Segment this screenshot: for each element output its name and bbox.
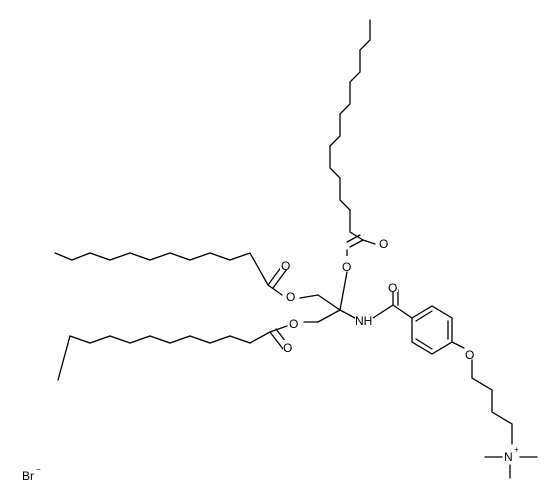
quaternary-nh (339, 309, 356, 319)
low-alkyl-chain (57, 331, 271, 381)
atom-labels: O O O O O O O NH O N + Br − (22, 237, 519, 483)
label-bromide-charge: − (36, 465, 41, 474)
nh-amide-carbon (372, 304, 394, 319)
top-carbonyl-single (362, 239, 376, 245)
butyl-linker (471, 359, 513, 445)
top-ch2-quaternary (339, 271, 348, 311)
left-carbonyl-single (267, 284, 283, 296)
low-carbonyl-double-a (269, 331, 284, 350)
left-carbonyl-double-a (267, 265, 283, 286)
ring-double-3 (415, 338, 433, 350)
left-o-ch2 (299, 294, 319, 299)
label-n-charge: + (514, 445, 519, 454)
top-carbonyl-double-b (346, 234, 361, 243)
ring-to-ether-o (451, 341, 465, 349)
left-carbonyl-double-b (272, 268, 288, 289)
top-carbonyl-double-a (349, 239, 364, 248)
amide-to-ring (392, 304, 413, 319)
left-alkyl-chain (54, 252, 269, 286)
label-o-left-link: O (286, 290, 295, 304)
label-o-low-carbonyl: O (283, 341, 292, 355)
left-ch2-quaternary (317, 294, 341, 311)
label-o-low-link: O (289, 317, 298, 331)
bond-lines (54, 19, 538, 479)
label-nh-amide: NH (355, 314, 372, 328)
label-o-top-link: O (342, 260, 351, 274)
label-bromide: Br (22, 469, 34, 483)
label-n-ammonium: N (504, 450, 513, 464)
label-o-ether: O (465, 348, 474, 362)
benzene-ring (411, 305, 453, 355)
ring-double-1 (415, 310, 433, 322)
label-o-top-carbonyl: O (379, 237, 388, 251)
top-alkyl-chain (329, 19, 371, 241)
quaternary-lower-ch2 (317, 309, 341, 323)
label-o-amide-carbonyl: O (388, 281, 397, 295)
low-o-carbonyl (269, 325, 288, 333)
label-o-left-carbonyl: O (281, 259, 290, 273)
